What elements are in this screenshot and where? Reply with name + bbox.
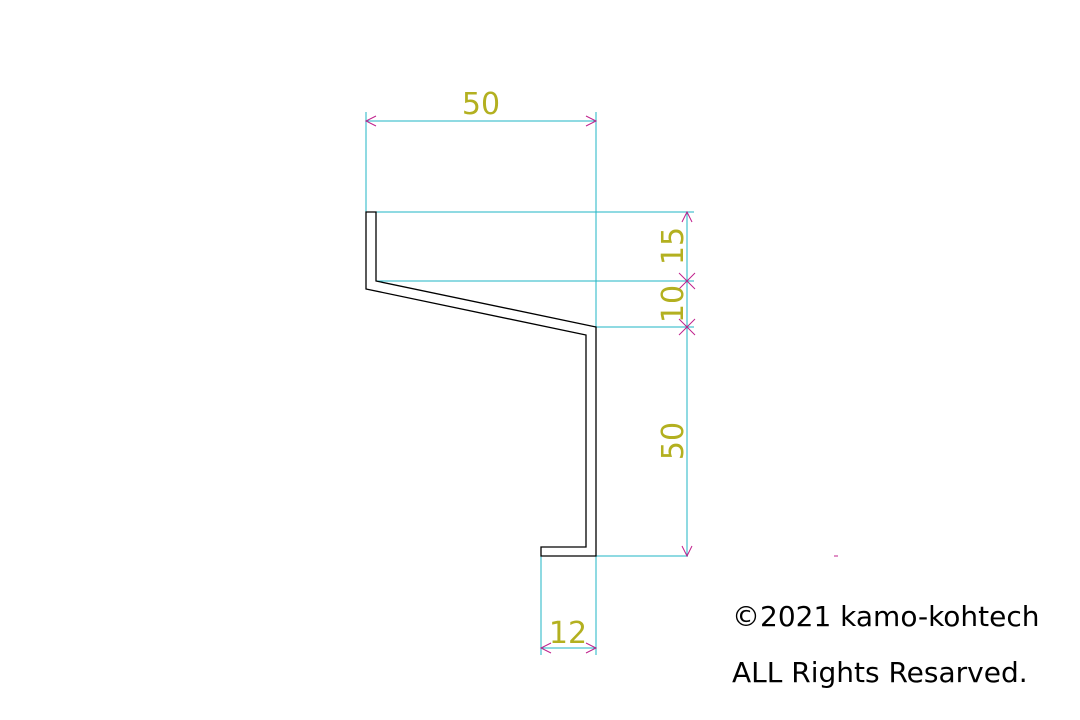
tick-flange-bottom-b [678,272,696,290]
dimension-slope-rise: 10 [656,285,691,323]
dimension-web-height: 50 [656,422,691,460]
arrow-top-right [585,115,598,127]
arrow-right-top [681,210,693,223]
tick-slope-bottom-b [678,318,696,336]
arrow-right-bottom [681,545,693,558]
arrow-top-left [364,115,377,127]
arrow-lip-left [539,642,552,654]
copyright-line: ©2021 kamo-kohtech [732,600,1040,633]
dimension-flange-height: 15 [656,227,691,265]
arrow-lip-right [585,642,598,654]
dimension-bottom-lip: 12 [549,616,587,651]
dimension-top-width: 50 [462,87,500,122]
rights-line: ALL Rights Resarved. [732,656,1028,689]
section-profile-outline [365,211,597,557]
